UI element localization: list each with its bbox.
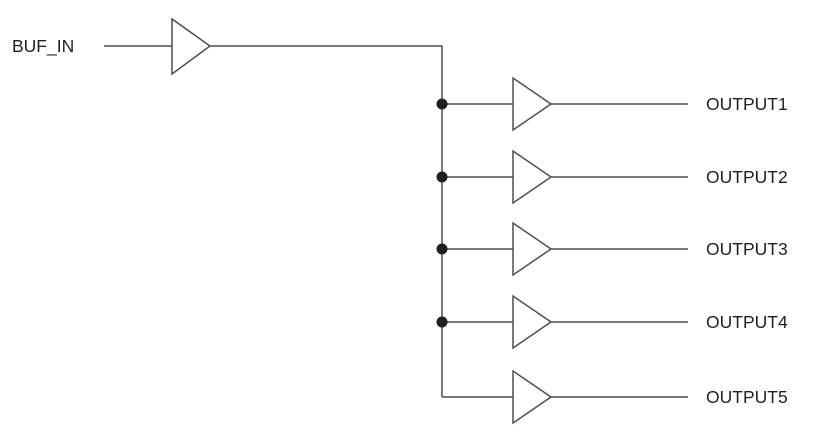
output-row-1: OUTPUT1 bbox=[436, 76, 788, 132]
output-row-2: OUTPUT2 bbox=[436, 149, 788, 205]
junction-dot-2 bbox=[436, 171, 448, 183]
junction-dot-4 bbox=[436, 316, 448, 328]
junction-dot-1 bbox=[436, 98, 448, 110]
output-buffer-icon-1 bbox=[512, 76, 553, 132]
input-net-label: BUF_IN bbox=[12, 36, 74, 57]
output-net-label-2: OUTPUT2 bbox=[706, 167, 788, 187]
output-net-label-4: OUTPUT4 bbox=[706, 312, 788, 332]
output-buffer-icon-5 bbox=[512, 369, 553, 425]
fanout-bus-wire bbox=[210, 45, 443, 397]
output-buffer-icon-4 bbox=[512, 294, 553, 350]
junction-dot-3 bbox=[436, 243, 448, 255]
output-row-5: OUTPUT5 bbox=[442, 369, 788, 425]
output-net-label-1: OUTPUT1 bbox=[706, 94, 788, 114]
output-buffer-icon-2 bbox=[512, 149, 553, 205]
output-row-4: OUTPUT4 bbox=[436, 294, 788, 350]
input-buffer-icon bbox=[171, 17, 212, 76]
output-buffer-icon-3 bbox=[512, 221, 553, 277]
output-net-label-5: OUTPUT5 bbox=[706, 387, 788, 407]
output-row-3: OUTPUT3 bbox=[436, 221, 788, 277]
output-net-label-3: OUTPUT3 bbox=[706, 239, 788, 259]
